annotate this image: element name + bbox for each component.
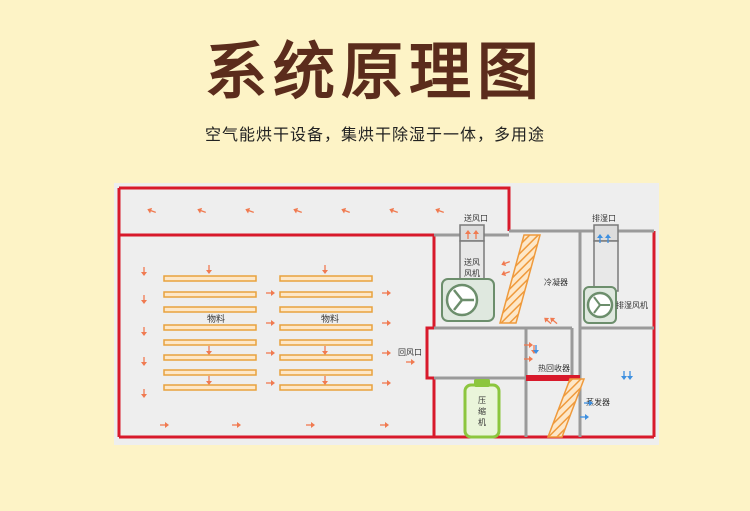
heat-recovery-bar [526, 375, 580, 381]
condenser-label: 冷凝器 [544, 277, 568, 287]
airflow-arrow [266, 380, 275, 386]
shelf-bar [279, 291, 373, 298]
airflow-arrow [382, 380, 391, 386]
airflow-arrow [341, 207, 350, 214]
page-subtitle: 空气能烘干设备，集烘干除湿于一体，多用途 [204, 125, 545, 144]
diagram-background [114, 183, 659, 445]
airflow-arrow [584, 400, 593, 406]
exhaust-fan-blades [593, 296, 610, 314]
compressor-cap [474, 379, 490, 387]
shelf-bar [279, 306, 373, 313]
shelf-bar [279, 339, 373, 346]
supply-fan-blades [453, 289, 474, 311]
airflow-arrow [266, 320, 275, 326]
airflow-arrow [597, 234, 603, 243]
supply-fan-label-2: 风机 [464, 268, 480, 278]
diagram-canvas: 物料 物料 送风口 送风 风机 冷凝器 排湿口 排湿风机 回风 [114, 183, 659, 445]
supply-outlet [459, 224, 485, 242]
evaporator-coil [546, 378, 586, 438]
airflow-arrow [197, 207, 206, 214]
compressor-label-3: 机 [478, 417, 486, 427]
airflow-arrow [266, 350, 275, 356]
airflow-arrow [322, 265, 328, 274]
airflow-arrow [524, 342, 533, 348]
airflow-arrow [380, 422, 389, 428]
airflow-arrow [501, 270, 510, 277]
shelf-bar [163, 306, 257, 313]
material-label-left: 物料 [207, 313, 225, 325]
airflow-arrow [141, 295, 147, 304]
enclosure-walls [117, 186, 656, 439]
airflow-arrow [266, 290, 275, 296]
exhaust-fan-duct [593, 240, 619, 292]
airflow-arrow [141, 389, 147, 398]
material-label-right: 物料 [321, 313, 339, 325]
supply-fan-label-1: 送风 [464, 257, 480, 267]
airflow-arrow [524, 356, 533, 362]
airflow-arrow [232, 422, 241, 428]
shelf-bar [163, 369, 257, 376]
airflow-arrow [322, 376, 328, 385]
airflow-arrow [389, 207, 398, 214]
internal-partitions [434, 229, 654, 437]
airflow-arrow [206, 265, 212, 274]
heat-recovery-label: 热回收器 [538, 363, 570, 373]
shelf-bar [163, 339, 257, 346]
airflow-arrow [605, 234, 611, 243]
airflow-arrow [322, 346, 328, 355]
airflow-arrow [501, 260, 510, 267]
airflow-arrow [382, 350, 391, 356]
shelf-bar [279, 354, 373, 361]
compressor-label-2: 缩 [478, 406, 486, 416]
shelf-bar [279, 369, 373, 376]
system-diagram: 物料 物料 送风口 送风 风机 冷凝器 排湿口 排湿风机 回风 [114, 183, 659, 445]
airflow-arrow [293, 207, 302, 214]
airflow-arrow [141, 327, 147, 336]
compressor-label-1: 压 [478, 396, 486, 405]
airflow-arrows [141, 207, 633, 428]
airflow-arrow [245, 207, 254, 214]
airflow-arrow [533, 345, 539, 354]
shelf-bar [163, 275, 257, 282]
return-inlet-label: 回风口 [398, 348, 422, 357]
shelf-bar [163, 291, 257, 298]
airflow-arrow [141, 267, 147, 276]
evaporator-label: 蒸发器 [586, 397, 610, 407]
shelf-bar [163, 354, 257, 361]
material-shelves [163, 275, 373, 391]
airflow-arrow [435, 207, 444, 214]
airflow-arrow [544, 317, 552, 325]
shelf-bar [163, 384, 257, 391]
exhaust-outlet-label: 排湿口 [592, 213, 616, 223]
exhaust-outlet [593, 224, 619, 242]
shelf-bar [279, 324, 373, 331]
page-title: 系统原理图 [204, 35, 545, 108]
airflow-arrow [306, 422, 315, 428]
shelf-bar [163, 324, 257, 331]
airflow-arrow [141, 357, 147, 366]
supply-outlet-label: 送风口 [464, 213, 488, 223]
airflow-arrow [147, 207, 156, 214]
airflow-arrow [621, 371, 627, 380]
airflow-arrow [550, 317, 558, 325]
airflow-arrow [406, 359, 415, 365]
condenser-coil [499, 234, 541, 324]
shelf-bar [279, 384, 373, 391]
airflow-arrow [382, 290, 391, 296]
shelf-bar [279, 275, 373, 282]
airflow-arrow [160, 422, 169, 428]
airflow-arrow [382, 320, 391, 326]
exhaust-fan-label: 排湿风机 [616, 300, 648, 310]
airflow-arrow [206, 376, 212, 385]
airflow-arrow [206, 346, 212, 355]
airflow-arrow [473, 230, 479, 239]
airflow-arrow [465, 230, 471, 239]
airflow-arrow [580, 414, 589, 420]
airflow-arrow [627, 371, 633, 380]
